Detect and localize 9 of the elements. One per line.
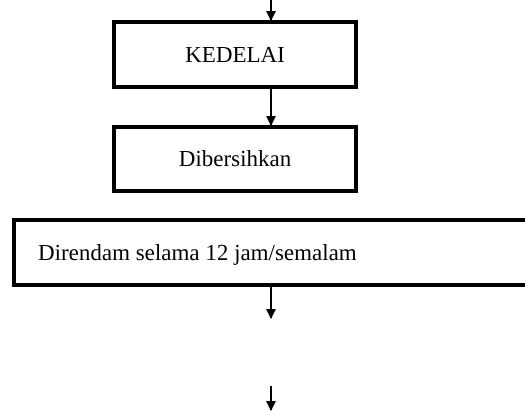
process-box: [112, 125, 358, 193]
process-box: [112, 20, 358, 89]
step-label: KEDELAI: [185, 42, 285, 68]
arrow: [266, 0, 276, 21]
step-label: Dibersihkan: [178, 146, 292, 172]
step-label: Direndam selama 12 jam/semalam: [38, 240, 357, 266]
arrow: [266, 89, 276, 126]
arrow: [266, 287, 276, 319]
process-box: [12, 218, 525, 287]
